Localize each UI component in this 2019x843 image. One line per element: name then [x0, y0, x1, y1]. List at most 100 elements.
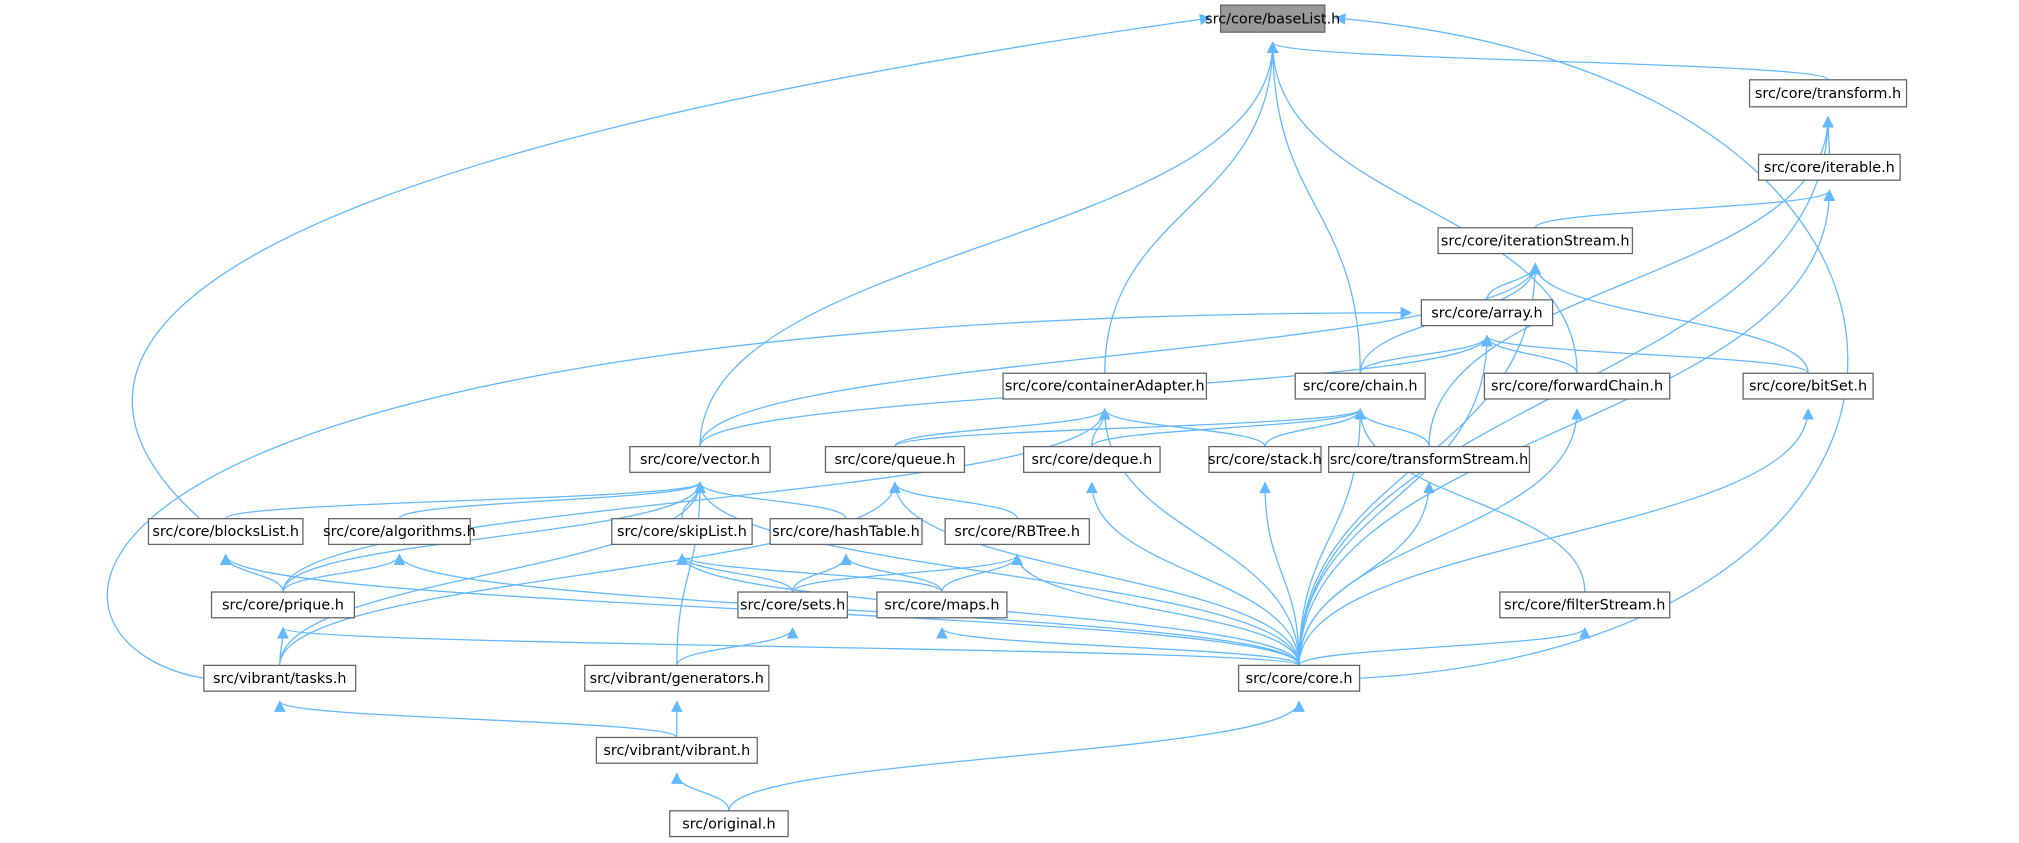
nodes-layer: src/core/baseList.h src/core/transform.h s… [147, 4, 1908, 838]
node-label: src/core/stack.h [1208, 452, 1322, 468]
node-box [1002, 372, 1208, 400]
node-label: src/core/RBTree.h [954, 524, 1080, 540]
edge-blockslist-to-baselist [131, 13, 1212, 520]
node-transformstream[interactable]: src/core/transformStream.h [1328, 445, 1531, 473]
edge-core-to-deque [1086, 481, 1300, 666]
node-label: src/core/hashTable.h [772, 524, 920, 540]
edge-vector-to-baselist [699, 41, 1279, 447]
edge-tasks-to-array [106, 306, 1413, 679]
node-label: src/core/bitSet.h [1749, 379, 1867, 395]
node-box [584, 664, 770, 692]
node-box [1328, 445, 1531, 473]
node-iterable[interactable]: src/core/iterable.h [1757, 153, 1901, 181]
node-transform[interactable]: src/core/transform.h [1748, 79, 1908, 108]
node-rbtree[interactable]: src/core/RBTree.h [944, 518, 1090, 546]
node-blockslist[interactable]: src/core/blocksList.h [147, 518, 304, 546]
edge-iterationstream-to-iterable [1534, 189, 1835, 229]
node-box [1742, 372, 1874, 400]
node-box [1757, 153, 1901, 181]
node-label: src/core/transform.h [1755, 86, 1901, 102]
node-vector[interactable]: src/core/vector.h [629, 445, 771, 473]
node-box [1219, 4, 1326, 33]
edge-core-to-maps [936, 626, 1300, 666]
edge-core-to-iterable [1298, 189, 1836, 666]
node-baselist[interactable]: src/core/baseList.h [1205, 4, 1340, 33]
node-label: src/core/core.h [1246, 671, 1353, 687]
node-label: src/core/iterationStream.h [1441, 233, 1630, 249]
node-label: src/core/baseList.h [1205, 11, 1340, 27]
node-label: src/core/vector.h [640, 452, 760, 468]
edges-layer [106, 13, 1849, 811]
node-label: src/vibrant/generators.h [590, 671, 764, 687]
node-forwardchain[interactable]: src/core/forwardChain.h [1483, 372, 1671, 400]
node-label: src/core/sets.h [740, 598, 845, 614]
node-label: src/core/deque.h [1031, 452, 1152, 468]
edge-forwardchain-to-baselist [1266, 41, 1578, 374]
node-box [1499, 591, 1671, 619]
node-vibrant[interactable]: src/vibrant/vibrant.h [595, 736, 758, 764]
node-prique[interactable]: src/core/prique.h [210, 591, 356, 619]
node-chain[interactable]: src/core/chain.h [1294, 372, 1426, 400]
node-generators[interactable]: src/vibrant/generators.h [584, 664, 770, 692]
node-label: src/core/filterStream.h [1504, 598, 1665, 614]
node-box [1294, 372, 1426, 400]
node-box [147, 518, 304, 546]
edge-vector-to-iterationstream [699, 262, 1541, 447]
edge-maps-to-rbtree [941, 553, 1023, 593]
node-original[interactable]: src/original.h [669, 810, 789, 838]
edge-algorithms-to-vector [398, 481, 706, 520]
node-box [1748, 79, 1908, 108]
node-label: src/vibrant/vibrant.h [603, 743, 750, 759]
edge-core-to-vector [694, 481, 1300, 666]
edge-hashtable-to-vector [694, 481, 847, 519]
edge-generators-to-sets [676, 626, 799, 666]
edge-core-to-queue [889, 481, 1300, 666]
edge-original-to-core [728, 700, 1305, 811]
node-label: src/core/transformStream.h [1330, 452, 1528, 468]
node-containeradapter[interactable]: src/core/containerAdapter.h [1002, 372, 1208, 400]
node-label: src/vibrant/tasks.h [213, 671, 346, 687]
edge-prique-to-vector [282, 481, 706, 593]
node-box [669, 810, 789, 838]
edge-containeradapter-to-baselist [1104, 41, 1279, 374]
node-filterstream[interactable]: src/core/filterStream.h [1499, 591, 1671, 619]
node-algorithms[interactable]: src/core/algorithms.h [323, 518, 476, 546]
node-tasks[interactable]: src/vibrant/tasks.h [203, 664, 357, 692]
edge-bitset-to-array [1481, 334, 1809, 374]
node-label: src/core/containerAdapter.h [1005, 379, 1205, 395]
node-box [595, 736, 758, 764]
node-sets[interactable]: src/core/sets.h [737, 591, 848, 619]
node-skiplist[interactable]: src/core/skipList.h [611, 518, 753, 546]
node-box [944, 518, 1090, 546]
node-box [1420, 299, 1554, 327]
node-label: src/core/array.h [1431, 305, 1542, 321]
node-iterationstream[interactable]: src/core/iterationStream.h [1437, 227, 1634, 255]
node-hashtable[interactable]: src/core/hashTable.h [769, 518, 923, 546]
edge-tasks-to-queue [279, 481, 901, 666]
edge-core-to-stack [1259, 481, 1300, 666]
node-array[interactable]: src/core/array.h [1420, 299, 1554, 327]
node-core[interactable]: src/core/core.h [1237, 664, 1361, 692]
edge-core-to-transformstream [1298, 481, 1435, 666]
node-label: src/core/skipList.h [617, 524, 747, 540]
node-deque[interactable]: src/core/deque.h [1023, 445, 1161, 473]
edge-deque-to-chain [1091, 408, 1366, 448]
node-maps[interactable]: src/core/maps.h [876, 591, 1008, 619]
node-box [769, 518, 923, 546]
edge-core-to-array [1298, 334, 1493, 666]
edge-blockslist-to-vector [225, 481, 706, 520]
node-box [737, 591, 848, 619]
edge-core-to-rbtree [1011, 553, 1300, 666]
node-label: src/core/prique.h [222, 598, 344, 614]
node-label: src/core/iterable.h [1764, 160, 1895, 176]
node-box [328, 518, 471, 546]
node-queue[interactable]: src/core/queue.h [824, 445, 966, 473]
node-bitset[interactable]: src/core/bitSet.h [1742, 372, 1874, 400]
node-stack[interactable]: src/core/stack.h [1208, 445, 1322, 473]
node-label: src/core/blocksList.h [152, 524, 299, 540]
edge-core-to-filterstream [1298, 626, 1591, 666]
edge-original-to-vibrant [671, 772, 730, 811]
node-label: src/core/chain.h [1303, 379, 1418, 395]
edge-maps-to-skiplist [676, 553, 943, 593]
